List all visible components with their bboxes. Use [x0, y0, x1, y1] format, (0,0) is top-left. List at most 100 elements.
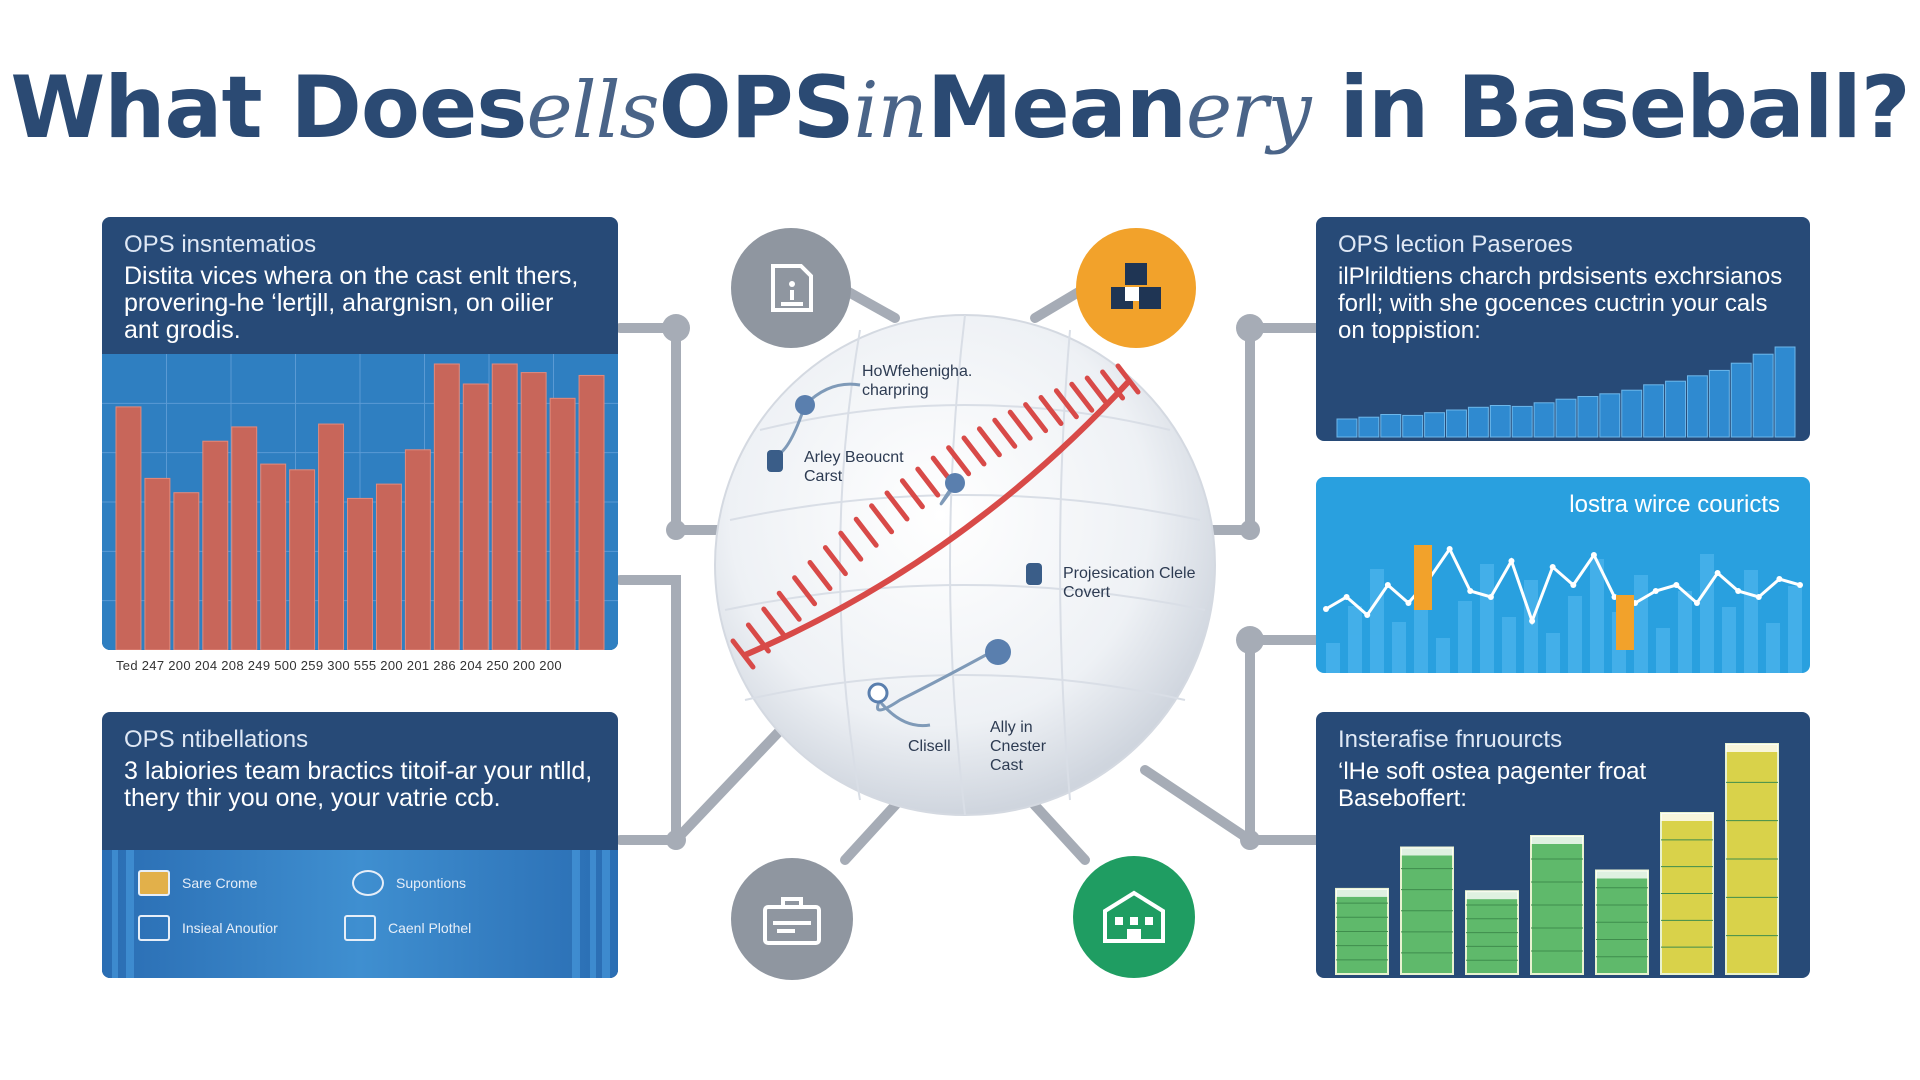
data-point	[1446, 546, 1453, 552]
data-point	[1529, 618, 1536, 624]
panel-body: Distita vices whera on the cast enlt the…	[124, 262, 579, 344]
data-point	[1590, 552, 1597, 558]
data-point	[1570, 582, 1577, 588]
folder-icon	[138, 870, 170, 896]
bar	[491, 363, 518, 650]
panel-body: 3 labiories team bractics titoif-ar your…	[124, 757, 593, 812]
connector-node-2	[1030, 285, 1087, 323]
panel-lostra-wirce-couricts: lostra wirce couricts	[1316, 477, 1810, 673]
legend-item-3[interactable]: Insieal Anoutior	[138, 915, 278, 941]
bar	[1446, 409, 1467, 438]
bar	[1555, 398, 1577, 438]
data-point	[1797, 582, 1803, 588]
data-point	[1549, 564, 1556, 570]
bar	[375, 483, 402, 650]
title-part-2: OPS	[658, 58, 855, 158]
data-point	[1693, 600, 1700, 606]
bar	[289, 469, 316, 650]
baseball	[714, 314, 1216, 816]
panel-ops-ntibellations: OPS ntibellations 3 labiories team bract…	[102, 712, 618, 978]
node-document[interactable]	[731, 228, 851, 348]
bar	[1358, 416, 1380, 438]
bar	[520, 372, 547, 650]
bar	[578, 374, 605, 650]
data-point	[1652, 588, 1659, 594]
bar	[1774, 346, 1796, 438]
panel-title: lostra wirce couricts	[1569, 491, 1780, 518]
annotation-5: Ally in Cnester Cast	[990, 719, 1047, 774]
panel-title: OPS insntematios	[124, 231, 317, 258]
bar	[260, 463, 287, 650]
bar	[1643, 384, 1665, 438]
bar	[404, 449, 431, 650]
settings-icon	[352, 870, 384, 896]
highlight-bar	[1414, 545, 1432, 610]
blocks-icon	[1111, 263, 1161, 309]
data-point	[1776, 576, 1783, 582]
title-script-1: ells	[526, 66, 659, 156]
title-script-3: ery	[1186, 66, 1312, 156]
title-part-3: Mean	[926, 58, 1187, 158]
node-building[interactable]	[1073, 856, 1195, 978]
bar	[1752, 353, 1774, 438]
connector-node-4	[1025, 795, 1090, 865]
highlight-bar	[1616, 595, 1634, 650]
bar	[231, 426, 258, 650]
data-point	[1467, 588, 1474, 594]
bar	[462, 383, 489, 650]
bar	[433, 363, 460, 650]
legend-label: Insieal Anoutior	[182, 920, 278, 936]
bar-chart-left-axis-labels: Ted 247 200 204 208 249 500 259 300 555 …	[116, 658, 562, 673]
annotation-1: HoWfehenigha. charpring	[862, 363, 973, 399]
panel-insterafise-fnruourcts: Insterafise fnruourcts ‘lHe soft ostea p…	[1316, 712, 1810, 978]
panel-ops-insntematios: OPS insntematios Distita vices whera on …	[102, 217, 618, 650]
bar-chart-top-right	[1336, 346, 1796, 438]
annotation-2: Arley Beoucnt Carst	[804, 449, 904, 485]
title-part-4: in Baseball?	[1339, 58, 1910, 158]
chart-icon	[138, 915, 170, 941]
panel-ops-lection-paseroes: OPS lection Paseroes ilPlrildtiens charc…	[1316, 217, 1810, 441]
data-point	[1384, 582, 1391, 588]
panel-body: ilPlrildtiens charch prdsisents exchrsia…	[1338, 263, 1783, 344]
title-script-2: in	[853, 66, 928, 156]
title-part-1: What Does	[10, 58, 527, 158]
bar	[1402, 414, 1424, 438]
building-icon	[1103, 890, 1165, 943]
node-briefcase[interactable]	[731, 858, 853, 980]
legend-item-1[interactable]: Sare Crome	[138, 870, 257, 896]
bar	[318, 423, 345, 650]
bar-chart-left	[102, 354, 618, 650]
bar	[1380, 414, 1402, 438]
bar	[1708, 369, 1730, 438]
connector-right-lower	[1140, 765, 1255, 845]
connector-left-mid	[615, 575, 681, 845]
legend-label: Caenl Plothel	[388, 920, 472, 936]
data-point	[1343, 594, 1350, 600]
document-icon	[771, 264, 813, 312]
bar	[1489, 405, 1511, 438]
bar	[202, 440, 229, 650]
connector-left-lower	[671, 715, 795, 845]
data-point	[1714, 570, 1721, 576]
series-line	[1325, 546, 1801, 626]
panel-title: OPS ntibellations	[124, 726, 309, 753]
legend-item-4[interactable]: Caenl Plothel	[344, 915, 471, 941]
data-point	[1323, 606, 1329, 612]
data-point	[1673, 582, 1680, 588]
data-point	[1405, 600, 1412, 606]
bar	[549, 397, 576, 650]
legend-label: Sare Crome	[182, 875, 258, 891]
node-blocks[interactable]	[1076, 228, 1196, 348]
legend-label: Supontions	[396, 875, 467, 891]
bar	[1665, 380, 1686, 438]
connector-right-bottom	[1245, 635, 1321, 845]
bar	[1533, 402, 1555, 438]
legend-item-2[interactable]: Supontions	[352, 870, 466, 896]
data-point	[1487, 594, 1494, 600]
bar	[1621, 389, 1643, 438]
bar	[173, 492, 200, 650]
bar	[1599, 393, 1621, 438]
data-point	[1735, 588, 1742, 594]
